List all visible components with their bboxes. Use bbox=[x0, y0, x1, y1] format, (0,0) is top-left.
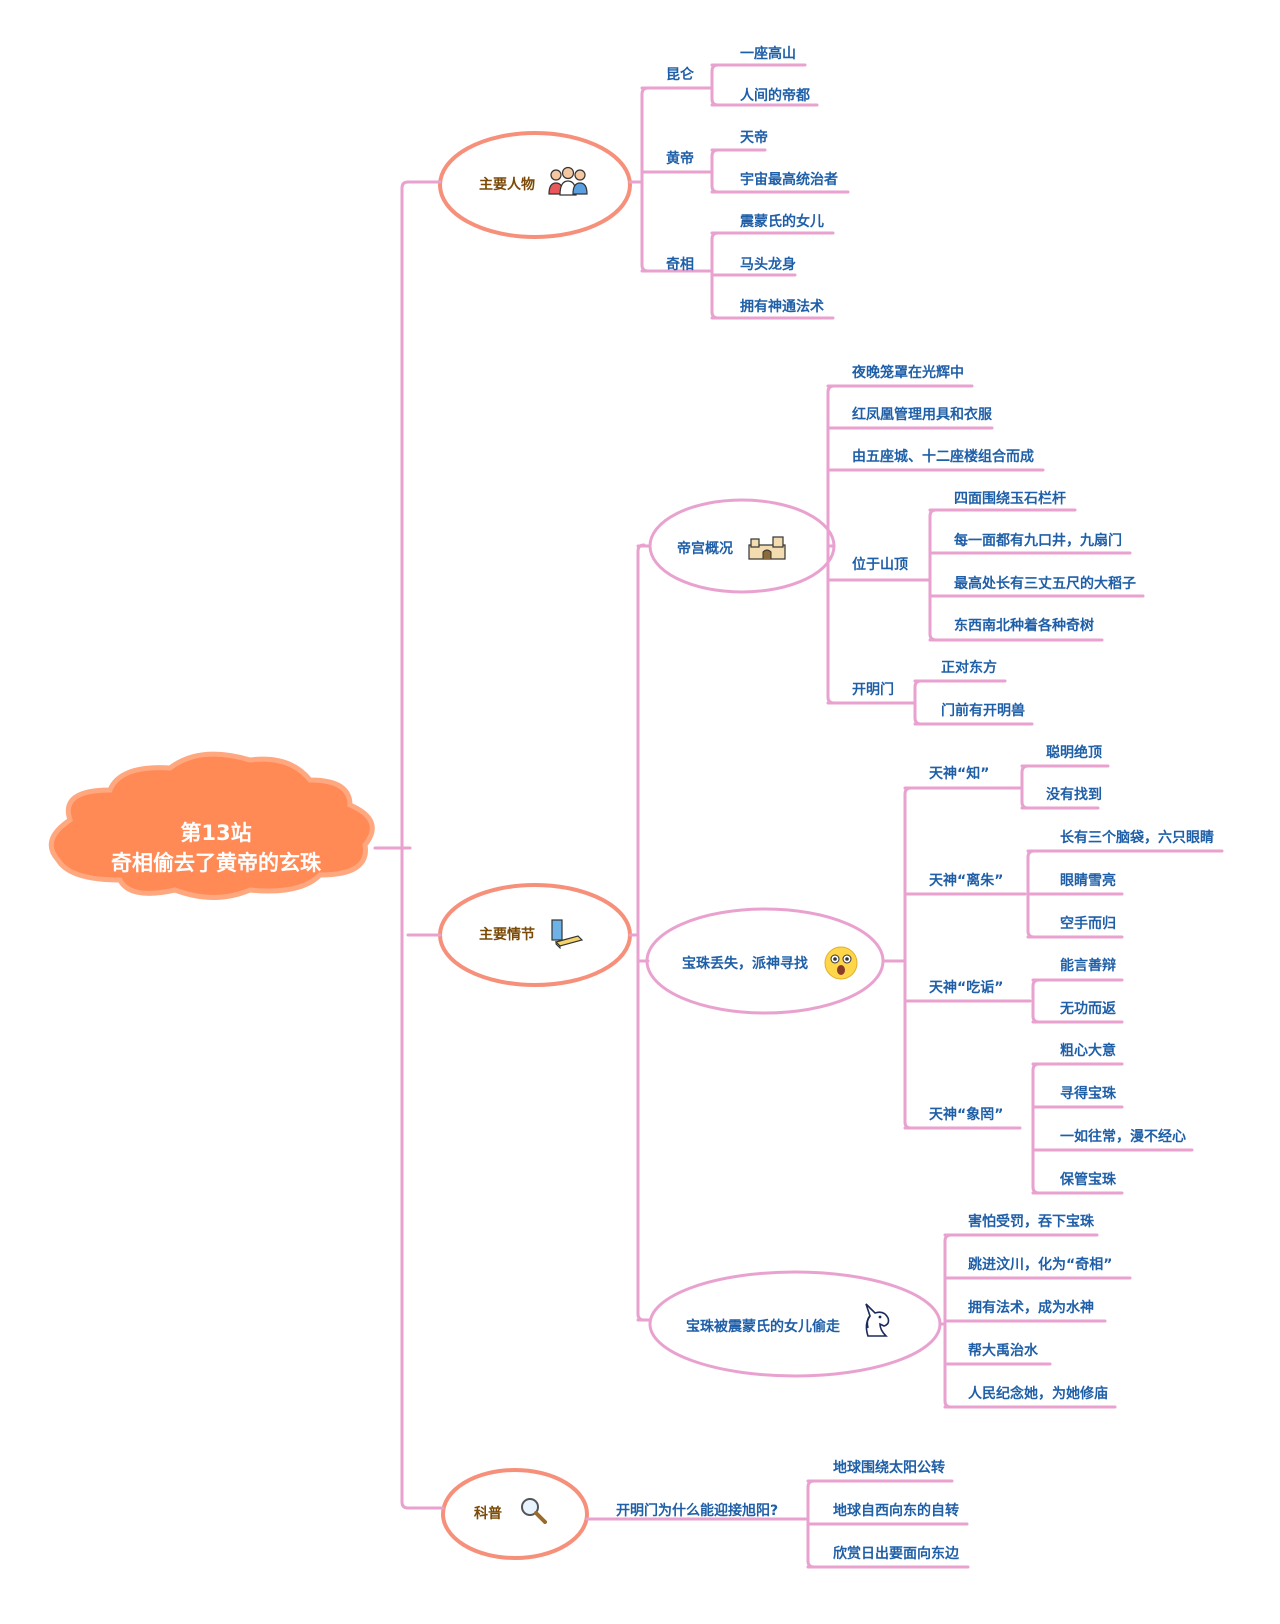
leaf[interactable]: 眼睛雪亮 bbox=[1060, 873, 1116, 889]
leaf[interactable]: 拥有法术，成为水神 bbox=[968, 1300, 1094, 1316]
magnifier-icon bbox=[521, 1498, 547, 1524]
leaf[interactable]: 门前有开明兽 bbox=[941, 703, 1025, 719]
node-god-zhi[interactable]: 天神“知” bbox=[929, 766, 990, 782]
leaf[interactable]: 长有三个脑袋，六只眼睛 bbox=[1060, 830, 1214, 846]
palace-wall-icon bbox=[748, 536, 786, 560]
node-qixiang[interactable]: 奇相 bbox=[666, 257, 694, 273]
leaf[interactable]: 寻得宝珠 bbox=[1060, 1086, 1116, 1102]
leaf[interactable]: 没有找到 bbox=[1046, 787, 1102, 803]
leaf[interactable]: 害怕受罚，吞下宝珠 bbox=[968, 1214, 1094, 1230]
leaf[interactable]: 每一面都有九口井，九扇门 bbox=[954, 533, 1122, 549]
leaf[interactable]: 空手而归 bbox=[1060, 916, 1116, 932]
leaf[interactable]: 拥有神通法术 bbox=[740, 299, 824, 315]
leaf[interactable]: 震蒙氏的女儿 bbox=[740, 214, 824, 230]
node-palace-overview[interactable]: 帝宫概况 bbox=[677, 541, 733, 557]
leaf[interactable]: 四面围绕玉石栏杆 bbox=[954, 491, 1066, 507]
leaf[interactable]: 聪明绝顶 bbox=[1046, 745, 1102, 761]
leaf[interactable]: 夜晚笼罩在光辉中 bbox=[852, 365, 964, 381]
leaf[interactable]: 一座高山 bbox=[740, 46, 796, 62]
root-title-line2: 奇相偷去了黄帝的玄珠 bbox=[111, 851, 321, 875]
leaf[interactable]: 粗心大意 bbox=[1060, 1043, 1116, 1059]
leaf[interactable]: 人民纪念她，为她修庙 bbox=[968, 1386, 1108, 1402]
node-why-kaiming-gate[interactable]: 开明门为什么能迎接旭阳? bbox=[616, 1503, 779, 1519]
branch-science[interactable]: 科普 bbox=[474, 1506, 502, 1522]
people-icon bbox=[548, 166, 588, 196]
leaf[interactable]: 东西南北种着各种奇树 bbox=[954, 618, 1094, 634]
leaf[interactable]: 人间的帝都 bbox=[740, 88, 810, 104]
leaf[interactable]: 天帝 bbox=[740, 130, 768, 146]
oval-science bbox=[441, 1468, 589, 1560]
leaf[interactable]: 无功而返 bbox=[1060, 1001, 1116, 1017]
leaf[interactable]: 跳进汶川，化为“奇相” bbox=[968, 1257, 1113, 1273]
root-title[interactable]: 第13站 奇相偷去了黄帝的玄珠 bbox=[66, 818, 366, 878]
node-huangdi[interactable]: 黄帝 bbox=[666, 151, 694, 167]
leaf[interactable]: 地球自西向东的自转 bbox=[833, 1503, 959, 1519]
leaf[interactable]: 最高处长有三丈五尺的大稻子 bbox=[954, 576, 1136, 592]
leaf[interactable]: 欣赏日出要面向东边 bbox=[833, 1546, 959, 1562]
oval-main-characters bbox=[438, 131, 632, 239]
leaf[interactable]: 地球围绕太阳公转 bbox=[833, 1460, 945, 1476]
node-kunlun[interactable]: 昆仑 bbox=[666, 67, 694, 83]
leaf[interactable]: 红凤凰管理用具和衣服 bbox=[852, 407, 992, 423]
node-kaiming-gate[interactable]: 开明门 bbox=[852, 682, 894, 698]
leaf[interactable]: 保管宝珠 bbox=[1060, 1172, 1116, 1188]
leaf[interactable]: 宇宙最高统治者 bbox=[740, 172, 838, 188]
node-god-lizhu[interactable]: 天神“离朱” bbox=[929, 873, 1004, 889]
root-title-line1: 第13站 bbox=[180, 821, 252, 845]
book-icon bbox=[551, 919, 584, 950]
node-pearl-stolen[interactable]: 宝珠被震蒙氏的女儿偷走 bbox=[686, 1319, 840, 1335]
node-god-xiangwang[interactable]: 天神“象罔” bbox=[929, 1107, 1004, 1123]
branch-main-characters[interactable]: 主要人物 bbox=[479, 177, 535, 193]
unicorn-icon bbox=[865, 1303, 890, 1337]
leaf[interactable]: 由五座城、十二座楼组合而成 bbox=[852, 449, 1034, 465]
connector-line bbox=[400, 180, 410, 1510]
node-god-chigou[interactable]: 天神“吃诟” bbox=[929, 980, 1004, 996]
leaf[interactable]: 一如往常，漫不经心 bbox=[1060, 1129, 1186, 1145]
surprised-face-icon bbox=[824, 946, 858, 980]
leaf[interactable]: 马头龙身 bbox=[740, 257, 796, 273]
node-pearl-lost[interactable]: 宝珠丢失，派神寻找 bbox=[682, 956, 808, 972]
root-cloud-shape bbox=[48, 751, 375, 900]
leaf[interactable]: 能言善辩 bbox=[1060, 958, 1116, 974]
leaf[interactable]: 帮大禹治水 bbox=[968, 1343, 1038, 1359]
node-on-mountain-top[interactable]: 位于山顶 bbox=[852, 557, 908, 573]
branch-main-plot[interactable]: 主要情节 bbox=[479, 927, 535, 943]
leaf[interactable]: 正对东方 bbox=[941, 660, 997, 676]
